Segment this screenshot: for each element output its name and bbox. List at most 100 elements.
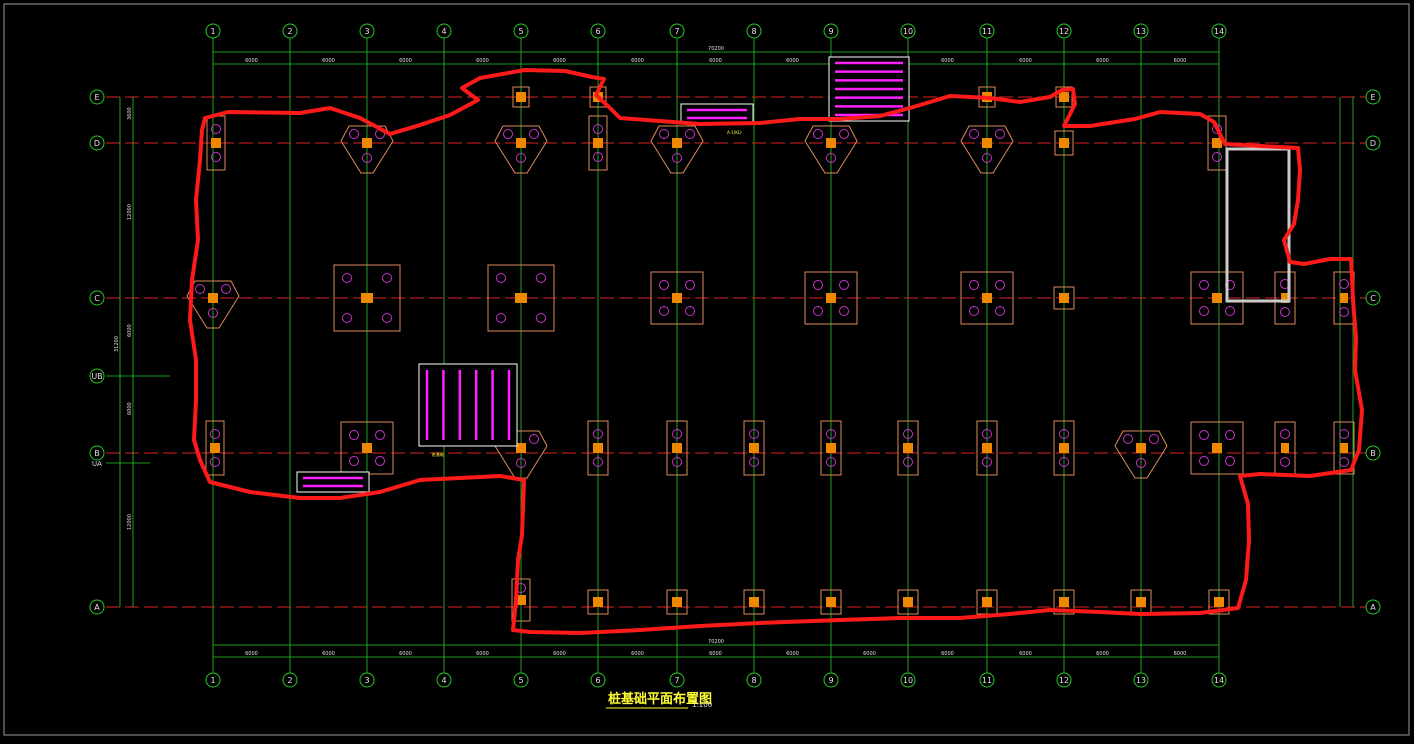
pile-circle xyxy=(659,306,669,316)
column-stub xyxy=(1212,138,1222,148)
column-stub xyxy=(672,138,682,148)
axis-bubble xyxy=(823,23,839,39)
column-stub xyxy=(361,293,373,303)
axis-bubble-label: 13 xyxy=(1136,27,1146,36)
axis-bubble-label: 11 xyxy=(982,27,992,36)
axis-bubble-label: 11 xyxy=(982,676,992,685)
pile-cap-outline xyxy=(587,589,609,615)
pile-circle xyxy=(503,129,513,139)
pile-circle xyxy=(1199,306,1209,316)
column-stub xyxy=(749,597,759,607)
column-stub xyxy=(672,293,682,303)
pile-circle xyxy=(382,273,392,283)
pile-cap-outline xyxy=(743,420,765,476)
pile-cap xyxy=(743,420,765,476)
dimension-bay-label: 6000 xyxy=(786,651,799,657)
pile-cap xyxy=(587,420,609,476)
pile-circle xyxy=(496,313,506,323)
axis-bubble xyxy=(746,23,762,39)
pile-cap-outline xyxy=(650,271,704,325)
pile-circle xyxy=(839,280,849,290)
pile-circle xyxy=(982,153,992,163)
column-stub xyxy=(982,443,992,453)
column-stub xyxy=(515,293,527,303)
pile-circle xyxy=(672,153,682,163)
pile-circle xyxy=(210,457,220,467)
column-stub xyxy=(1059,138,1069,148)
red-markup-outline xyxy=(188,68,1364,635)
axis-bubble xyxy=(1056,672,1072,688)
column-stub xyxy=(362,443,372,453)
axis-bubble-label: 6 xyxy=(595,27,600,36)
pile-circle xyxy=(749,429,759,439)
pile-circle xyxy=(969,306,979,316)
column-stub xyxy=(672,443,682,453)
pile-cap-triangular xyxy=(960,125,1014,174)
pile-cap xyxy=(512,86,530,108)
column-stub xyxy=(826,293,836,303)
pile-cap-triangular xyxy=(186,280,240,329)
note-label: 桩基础 xyxy=(432,451,444,457)
pile-circle xyxy=(211,152,221,162)
pile-circle xyxy=(1136,458,1146,468)
column-stub xyxy=(903,597,913,607)
column-stub xyxy=(826,443,836,453)
column-stub xyxy=(982,138,992,148)
column-stub xyxy=(1340,443,1348,453)
axis-bubble xyxy=(1211,23,1227,39)
pile-cap xyxy=(960,271,1014,325)
pile-cap-outline xyxy=(1274,271,1296,325)
column-stub xyxy=(982,597,992,607)
pile-cap xyxy=(976,420,998,476)
axis-bubble-label: 4 xyxy=(441,676,446,685)
axis-bubble-label: 5 xyxy=(518,27,523,36)
pile-circle xyxy=(1199,430,1209,440)
pile-cap xyxy=(333,264,401,332)
axis-bubble-label: E xyxy=(94,93,99,102)
pile-circle xyxy=(1059,429,1069,439)
axis-bubble xyxy=(89,445,105,461)
pile-circle xyxy=(536,313,546,323)
axis-bubble xyxy=(205,672,221,688)
pile-cap xyxy=(666,420,688,476)
column-stub xyxy=(1059,92,1069,102)
dimension-span-label: 12000 xyxy=(127,204,133,220)
pile-cap xyxy=(340,421,394,475)
pile-cap-outline xyxy=(820,589,842,615)
dimension-bay-label: 6000 xyxy=(941,651,954,657)
dimension-bay-label: 6000 xyxy=(786,58,799,64)
pile-circle xyxy=(826,153,836,163)
dimension-span-label: 6000 xyxy=(127,402,133,415)
pile-cap-outline xyxy=(1208,589,1230,615)
pile-circle xyxy=(221,284,231,294)
axis-bubble-label: B xyxy=(94,449,100,458)
axis-bubble-label: 5 xyxy=(518,676,523,685)
dimension-bay-label: 6000 xyxy=(631,58,644,64)
axis-bubble xyxy=(89,599,105,615)
column-stub xyxy=(1136,443,1146,453)
pile-circle xyxy=(813,129,823,139)
pile-circle xyxy=(995,280,1005,290)
dimension-bay-label: 6000 xyxy=(322,651,335,657)
column-stub xyxy=(1136,597,1146,607)
pile-circle xyxy=(659,129,669,139)
axis-bubble xyxy=(89,368,105,384)
pile-circle xyxy=(1339,307,1349,317)
pile-circle xyxy=(659,280,669,290)
pile-circle xyxy=(349,129,359,139)
axis-bubble xyxy=(1365,135,1381,151)
dimension-bay-label: 6000 xyxy=(1019,651,1032,657)
axis-bubble xyxy=(823,672,839,688)
pile-circle xyxy=(210,429,220,439)
axis-bubble xyxy=(282,672,298,688)
pile-circle xyxy=(903,429,913,439)
pile-cap xyxy=(1190,421,1244,475)
dimension-span-total: 31200 xyxy=(114,336,120,352)
axis-bubble xyxy=(1133,672,1149,688)
pile-circle xyxy=(1280,307,1290,317)
column-stub xyxy=(516,595,526,605)
axis-bubble xyxy=(900,23,916,39)
dimension-bay-label: 6000 xyxy=(631,651,644,657)
pile-cap xyxy=(588,115,608,171)
